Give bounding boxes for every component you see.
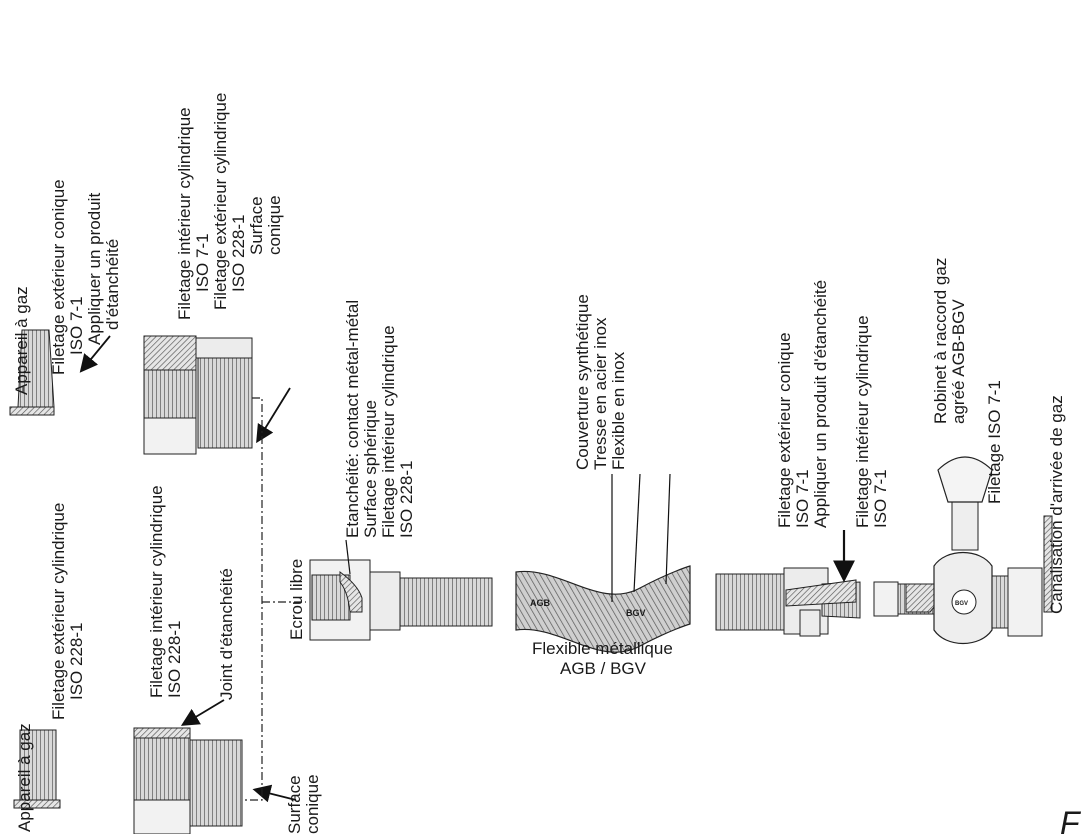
valve-badge-circle [951,589,977,615]
bottom-adapter-hex [133,799,191,835]
top-adapter-inner-thread [143,369,197,419]
right-hose-end-shoulder [799,609,821,637]
right-nipple-seal [785,579,857,607]
hose-name-label-1: Flexible métallique [532,639,673,658]
bottom-surface-label-2: conique [303,774,322,834]
top-adapter [143,335,253,455]
valve-inlet-collar [873,581,899,617]
top-ext-cyl-label-1: Filetage extérieur cylindrique [211,93,230,310]
hose-braid [515,565,691,653]
mid-int-cyl-label-2: ISO 228-1 [165,621,184,699]
free-nut-assembly [309,559,493,641]
top-ext-conical-label-2: ISO 7-1 [67,296,86,355]
top-adapter-hex [143,417,197,455]
flexible-hose: AGB BGV [515,565,691,653]
bottom-cyl-thread [19,729,57,801]
hose-cover-label: Couverture synthétique [573,294,592,470]
hose-core-leader [665,473,671,585]
valve-handle [937,456,993,503]
top-sealant-label-2: d'étanchéité [103,239,122,330]
rv-ext-conical-label-1: Filetage extérieur conique [775,332,794,528]
nut-sealing-label: Etanchéité: contact métal-métal [343,300,362,538]
bottom-appliance-label: Appareil à gaz [15,723,34,832]
gas-valve: BGV [873,456,1053,644]
connection-center-line [244,397,306,801]
mid-joint-label: Joint d'étanchéité [217,568,236,700]
top-ext-conical-label-1: Filetage extérieur conique [49,179,68,375]
top-surface-label-1: Surface [247,196,266,255]
right-hose-end [715,567,861,637]
top-adapter-outer-thread [197,357,253,449]
bottom-adapter-seal [133,727,191,739]
nut-int-cyl-label-1: Filetage intérieur cylindrique [379,325,398,538]
hose-mark-agb: AGB [530,598,551,608]
hose-braid-label: Tresse en acier inox [591,317,610,470]
valve-badge-text: BGV [955,601,968,607]
mid-joint-arrow [180,699,225,726]
top-appliance-label: Appareil à gaz [12,286,31,395]
rv-int-cyl-label-2: ISO 7-1 [871,469,890,528]
mid-ext-cyl-label-2: ISO 228-1 [67,623,86,701]
valve-stem [951,501,979,551]
nut-spherical-label: Surface sphérique [361,400,380,538]
valve-outlet-thread [991,575,1009,629]
valve-label-2: agréé AGB-BGV [949,299,968,424]
top-adapter-body [143,335,197,371]
hose-braid-leader [633,473,641,593]
hose-end-thread [399,577,493,627]
hose-core-label: Flexible en inox [609,351,628,470]
hose-mark-bgv: BGV [626,608,646,618]
top-surface-label-2: conique [265,195,284,255]
top-appliance-wall [9,406,55,416]
valve-outlet-nut [1007,567,1043,637]
rv-sealant-label: Appliquer un produit d'étanchéité [811,280,830,528]
mid-int-cyl-label-1: Filetage intérieur cylindrique [147,485,166,698]
hose-end-collar [369,571,401,631]
top-conical-thread [17,329,55,408]
bottom-surface-arrow [252,784,297,803]
gas-pipe-wall [1043,515,1053,613]
nut-sealing-leader [345,539,351,575]
bottom-appliance [13,729,61,809]
top-adapter-neck [195,337,253,359]
top-sealant-arrow [79,335,111,373]
corner-letter: F [1060,805,1082,834]
top-surface-arrow [256,387,291,444]
hose-name-label-2: AGB / BGV [560,659,647,678]
rv-ext-conical-label-2: ISO 7-1 [793,469,812,528]
right-hose-end-thread [715,573,785,631]
bottom-adapter-inner-thread [133,735,191,801]
top-appliance [9,329,55,416]
top-ext-cyl-label-2: ISO 228-1 [229,215,248,293]
rv-int-cyl-label-1: Filetage intérieur cylindrique [853,315,872,528]
mid-ext-cyl-label-1: Filetage extérieur cylindrique [49,503,68,720]
valve-label-1: Robinet à raccord gaz [931,258,950,424]
bottom-adapter-outer-thread [189,739,243,827]
iso-thread-label: Filetage ISO 7-1 [985,380,1004,504]
free-nut-spherical-seat [339,571,363,613]
nut-int-cyl-label-2: ISO 228-1 [397,461,416,539]
top-int-cyl-label-2: ISO 7-1 [193,233,212,292]
free-nut-label: Ecrou libre [287,559,306,640]
top-int-cyl-label-1: Filetage intérieur cylindrique [175,107,194,320]
gas-supply-pipe-label: Canalisation d'arrivée de gaz [1047,395,1066,614]
top-sealant-label-1: Appliquer un produit [85,193,104,345]
bottom-adapter [133,727,243,835]
bottom-surface-label-1: Surface [285,775,304,834]
